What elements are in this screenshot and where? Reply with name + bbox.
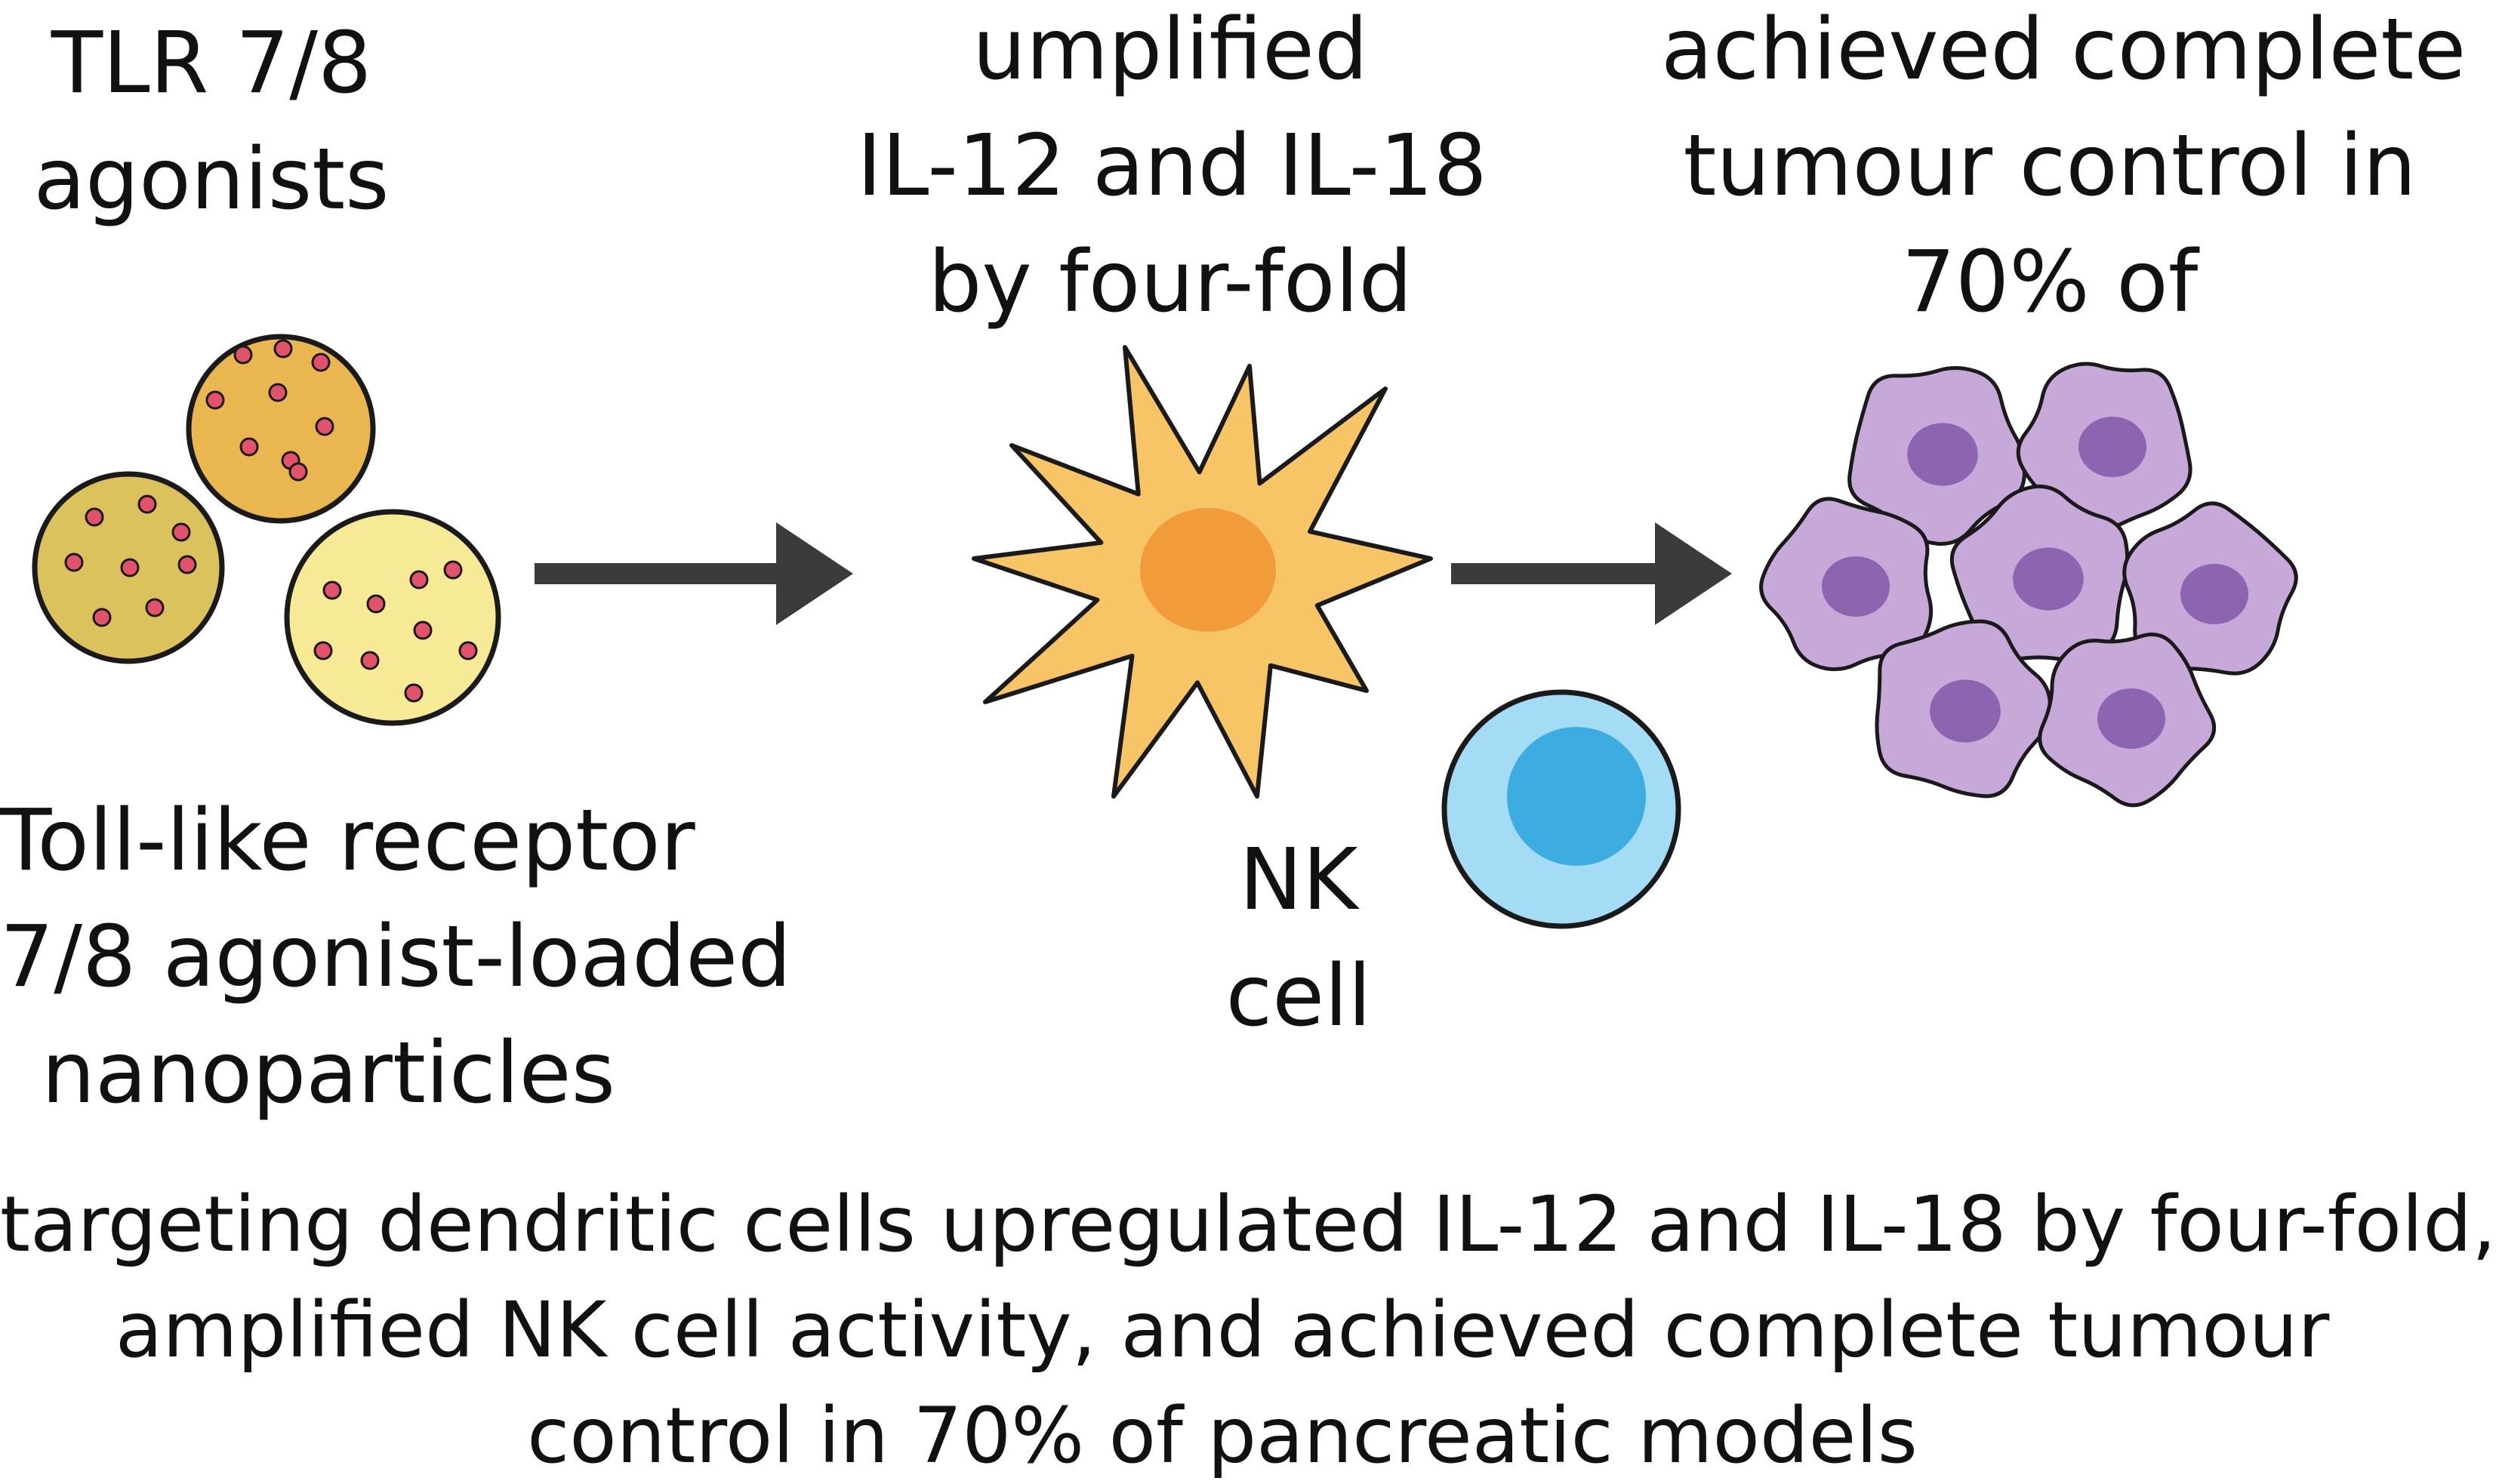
tumour-nucleus (1822, 556, 1890, 617)
caption: targeting dendritic cells upregulated IL… (0, 1180, 2496, 1481)
diagram (32, 334, 2298, 929)
nanoparticle-olive (32, 471, 225, 664)
tlr-agonists-title: TLR 7/8 agonists (33, 14, 390, 229)
tumour-nucleus (2013, 547, 2084, 611)
tumour-nucleus (1930, 679, 2001, 743)
nk-cell (1441, 689, 1681, 929)
tumour-nucleus (2078, 417, 2146, 477)
nanoparticle-orange (186, 334, 376, 524)
tumour-nucleus (1907, 423, 1978, 486)
tumour-nucleus (2097, 688, 2165, 749)
tumour-control-title: achieved complete tumour control in 70% … (1661, 1, 2467, 331)
arrow-right-icon (1451, 522, 1732, 625)
nanoparticle-label: Toll-like receptor 7/8 agonist-loaded na… (0, 792, 792, 1122)
arrow-right-icon (535, 522, 853, 625)
nanoparticle-yellow (284, 509, 501, 726)
dendritic-cell-title: umplified IL-12 and IL-18 by four-fold (857, 1, 1487, 331)
dendritic-nucleus (1140, 508, 1276, 632)
tumour-cluster (1759, 362, 2298, 808)
nk-cell-label: NK cell (1225, 831, 1372, 1045)
diagram-canvas (32, 334, 2298, 929)
nanoparticle-cluster (32, 334, 501, 726)
tumour-nucleus (2180, 564, 2248, 624)
dendritic-cell (972, 345, 1433, 799)
